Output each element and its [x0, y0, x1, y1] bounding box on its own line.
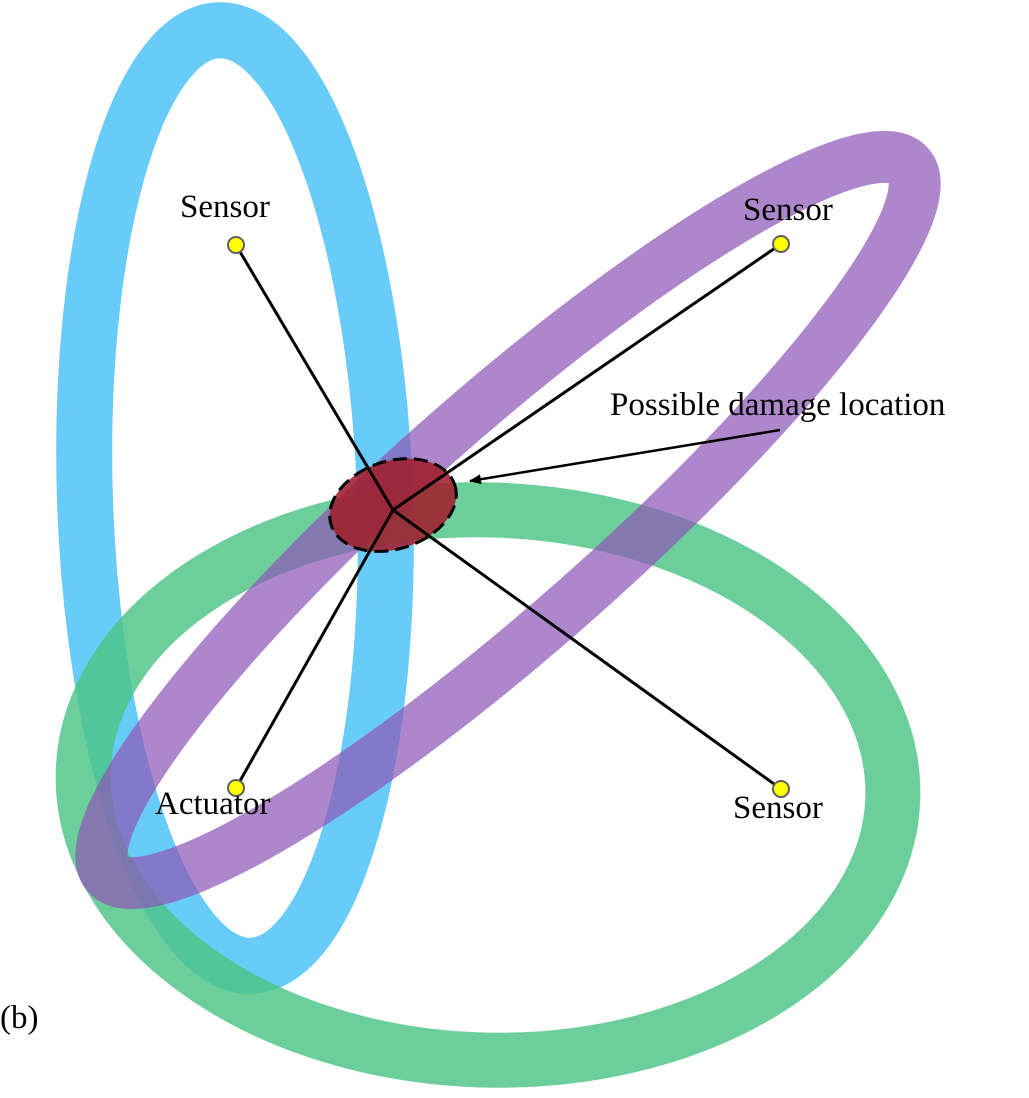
ellipse-purple — [75, 130, 941, 910]
path-line-sensor-top-right — [392, 242, 782, 512]
sensor-top-left-label: Sensor — [180, 189, 270, 225]
ellipse-green — [55, 482, 921, 1088]
sensor-top-right-label: Sensor — [743, 192, 833, 228]
sensor-top-left-node — [227, 236, 245, 254]
path-line-sensor-bottom-right — [392, 508, 782, 791]
annotation-arrow — [469, 428, 781, 485]
panel-label: (b) — [0, 1000, 38, 1036]
annotation-text: Possible damage location — [610, 387, 945, 423]
path-line-sensor-top-left — [234, 244, 395, 511]
actuator-label: Actuator — [155, 786, 270, 822]
damage-region — [328, 457, 458, 553]
actuator-node — [227, 779, 245, 797]
sensor-bottom-right-label: Sensor — [733, 790, 823, 826]
sensor-bottom-right-node — [772, 780, 790, 798]
sensor-top-right-node — [772, 235, 790, 253]
path-line-actuator — [234, 509, 395, 789]
